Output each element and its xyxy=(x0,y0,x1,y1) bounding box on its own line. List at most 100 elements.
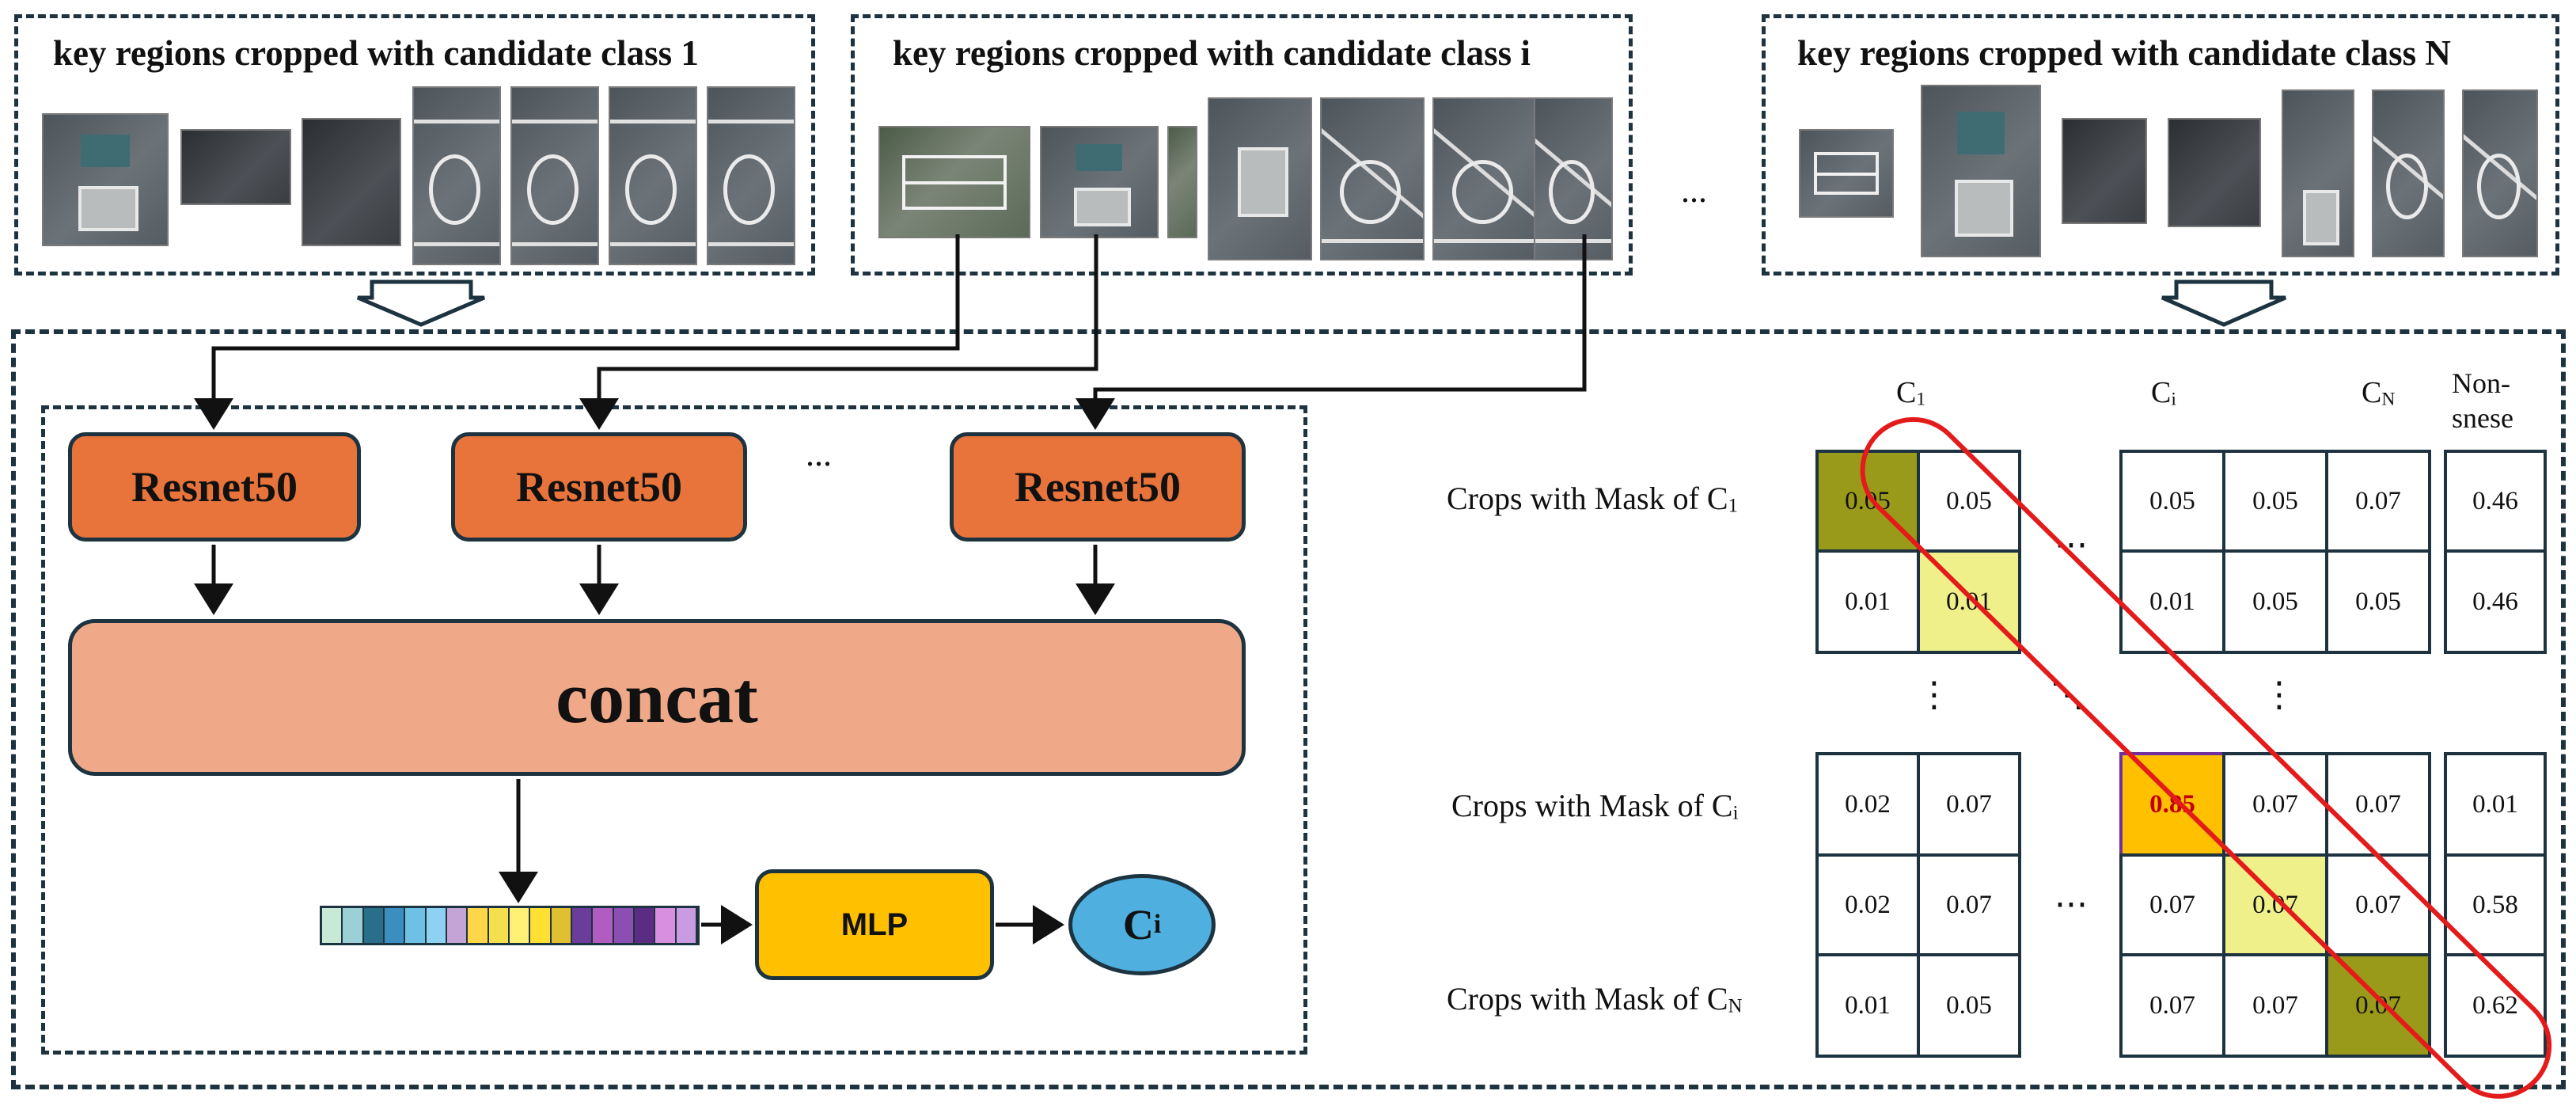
col-header-ci: Ci xyxy=(2151,376,2176,410)
connector-arrow xyxy=(194,234,960,430)
feature-vector-cell xyxy=(363,908,385,943)
feature-vector-cell xyxy=(593,908,614,943)
crop-thumbnail xyxy=(878,126,1030,238)
feature-vector-cell xyxy=(426,908,447,943)
crop-thumbnail xyxy=(1320,97,1425,260)
feature-vector-cell xyxy=(343,908,364,943)
top-ellipsis: ... xyxy=(1681,171,1707,210)
matrix-cell: 0.01 xyxy=(1917,549,2021,654)
concat-block: concat xyxy=(68,619,1246,776)
nonsense-cell: 0.01 xyxy=(2444,752,2547,857)
crop-thumbnail xyxy=(609,86,697,265)
matrix-cell: 0.07 xyxy=(2222,953,2328,1058)
crop-thumbnail xyxy=(42,113,169,246)
matrix-cell: 0.05 xyxy=(2119,450,2225,553)
nonsense-cell: 0.46 xyxy=(2444,549,2547,654)
crop-thumbnail xyxy=(180,129,291,205)
col-header-nonsense: Non- snese xyxy=(2452,367,2513,434)
crop-thumbnail xyxy=(2462,89,2538,257)
connector-arrow xyxy=(579,234,1098,430)
matrix-cell: 0.07 xyxy=(2119,953,2225,1058)
panel-class-1: key regions cropped with candidate class… xyxy=(14,14,815,276)
col-header-c1: C1 xyxy=(1896,376,1926,410)
feature-vector-cell xyxy=(488,908,510,943)
output-class-main: C xyxy=(1122,901,1154,948)
matrix-cell: 0.07 xyxy=(2222,853,2328,956)
matrix-cell-highlight: 0.85 xyxy=(2119,752,2225,857)
panel-class-i-label: key regions cropped with candidate class… xyxy=(893,33,1531,73)
matrix-cell: 0.07 xyxy=(1917,853,2021,956)
matrix-cell: 0.01 xyxy=(1815,953,1920,1058)
feature-vector-cell xyxy=(551,908,572,943)
ellipsis-h: ··· xyxy=(2054,885,2088,925)
nonsense-cell: 0.46 xyxy=(2444,450,2547,553)
row-label-cn: Crops with Mask of CN xyxy=(1447,981,1743,1017)
crop-thumbnail xyxy=(1534,97,1613,260)
ellipsis-v: ⋮ xyxy=(1917,675,1952,715)
matrix-cell: 0.05 xyxy=(1917,450,2021,553)
crop-thumbnail xyxy=(2168,118,2261,227)
row-label-ci: Crops with Mask of Ci xyxy=(1451,788,1739,824)
panel-class-i: key regions cropped with candidate class… xyxy=(851,14,1633,276)
feature-vector-cell xyxy=(676,908,697,943)
col-header-cn: CN xyxy=(2362,376,2396,410)
crop-thumbnail xyxy=(1208,97,1312,260)
outer-frame xyxy=(11,329,2566,1089)
matrix-cell: 0.05 xyxy=(2222,549,2328,654)
crop-thumbnail xyxy=(412,86,501,265)
feature-vector-cell xyxy=(322,908,343,943)
matrix-cell: 0.02 xyxy=(1815,752,1920,857)
connector-arrow xyxy=(1076,234,1587,430)
resnet50-block-i: Resnet50 xyxy=(451,432,747,542)
ellipsis-v: ⋮ xyxy=(2262,675,2297,715)
resnet-ellipsis: ... xyxy=(806,435,832,473)
nonsense-cell: 0.58 xyxy=(2444,853,2547,956)
crop-thumbnail xyxy=(2062,118,2147,224)
row-label-c1: Crops with Mask of C1 xyxy=(1447,481,1738,517)
crop-thumbnail xyxy=(1799,129,1894,218)
ellipsis-d: ⋱ xyxy=(2050,675,2085,715)
matrix-cell: 0.07 xyxy=(1917,752,2021,857)
feature-vector xyxy=(320,906,700,945)
crop-thumbnail xyxy=(1432,97,1537,260)
panel-class-n-label: key regions cropped with candidate class… xyxy=(1797,33,2451,73)
matrix-cell: 0.07 xyxy=(2325,752,2431,857)
feature-vector-cell xyxy=(405,908,427,943)
crop-thumbnail xyxy=(302,118,401,246)
feature-vector-cell xyxy=(655,908,677,943)
output-class-sub: i xyxy=(1153,910,1162,939)
matrix-cell: 0.07 xyxy=(2119,853,2225,956)
mlp-block: MLP xyxy=(755,869,994,980)
crop-thumbnail xyxy=(1167,126,1197,238)
crop-thumbnail xyxy=(707,86,795,265)
feature-vector-cell xyxy=(468,908,489,943)
feature-vector-cell xyxy=(446,908,469,943)
matrix-cell: 0.02 xyxy=(1815,853,1920,956)
nonsense-cell: 0.62 xyxy=(2444,953,2547,1058)
matrix-cell: 0.05 xyxy=(2325,549,2431,654)
matrix-cell: 0.01 xyxy=(2119,549,2225,654)
matrix-cell: 0.01 xyxy=(1815,549,1920,654)
feature-vector-cell xyxy=(613,908,635,943)
matrix-cell: 0.07 xyxy=(2325,450,2431,553)
feature-vector-cell xyxy=(384,908,406,943)
panel-class-1-label: key regions cropped with candidate class… xyxy=(53,33,699,73)
resnet50-block-n: Resnet50 xyxy=(950,432,1246,542)
matrix-cell: 0.05 xyxy=(2222,450,2328,553)
matrix-cell: 0.07 xyxy=(2325,953,2431,1058)
panel-class-n: key regions cropped with candidate class… xyxy=(1762,14,2559,276)
crop-thumbnail xyxy=(1921,85,2041,257)
hollow-down-arrow xyxy=(357,279,485,327)
feature-vector-cell xyxy=(530,908,552,943)
matrix-cell: 0.05 xyxy=(1917,953,2021,1058)
resnet50-block-1: Resnet50 xyxy=(68,432,361,542)
matrix-cell: 0.07 xyxy=(2325,853,2431,956)
crop-thumbnail xyxy=(510,86,599,265)
matrix-cell: 0.07 xyxy=(2222,752,2328,857)
feature-vector-cell xyxy=(634,908,656,943)
crop-thumbnail xyxy=(1040,126,1159,238)
matrix-cell: 0.05 xyxy=(1815,450,1920,553)
ellipsis-h: ··· xyxy=(2054,526,2088,566)
